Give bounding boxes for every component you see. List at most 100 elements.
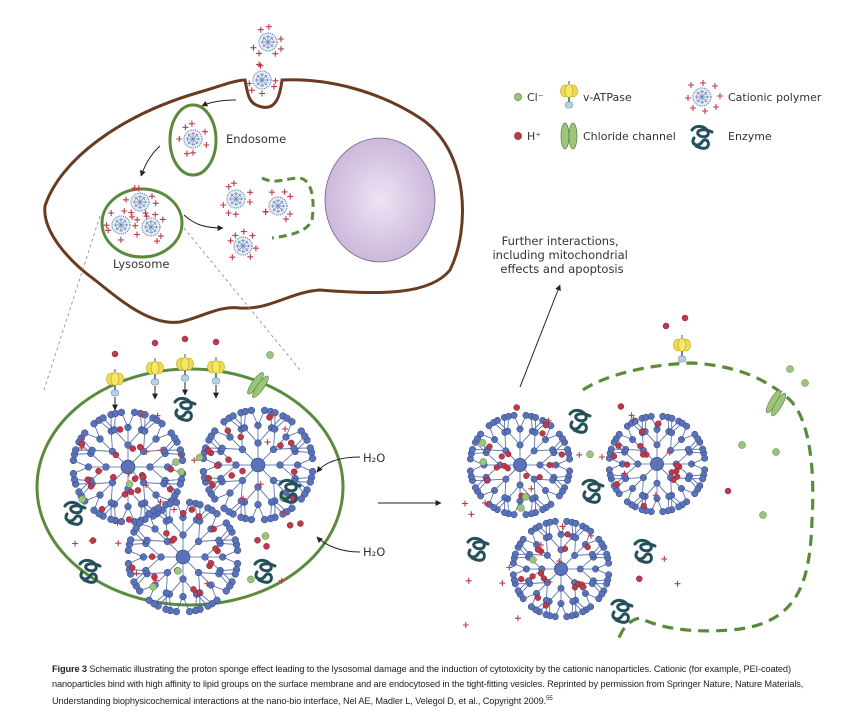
positive-charge <box>660 555 668 563</box>
positive-charge <box>264 438 272 446</box>
proton <box>263 543 270 550</box>
positive-charge <box>277 45 285 53</box>
v-atpase <box>673 334 691 363</box>
cationic-polymer-dendrimer <box>199 406 317 524</box>
proton <box>254 537 261 544</box>
chloride-ion <box>266 351 274 359</box>
proton <box>207 560 215 567</box>
proton <box>224 427 232 434</box>
proton <box>681 314 689 322</box>
cationic-polymer-dendrimer <box>605 412 709 516</box>
positive-charge <box>246 253 254 261</box>
proton <box>209 482 216 489</box>
enzyme <box>78 558 102 584</box>
proton <box>617 403 625 410</box>
proton <box>513 404 520 411</box>
positive-charge <box>117 236 125 244</box>
proton <box>297 520 304 527</box>
legend-enzyme-icon <box>690 124 714 150</box>
proton <box>195 589 203 596</box>
proton <box>523 472 530 479</box>
positive-charge <box>133 230 141 239</box>
positive-charge <box>127 208 135 217</box>
legend: Cl⁻ H⁺ v-ATPase Chloride channel Cationi… <box>514 79 822 150</box>
further-interactions-label: Further interactions, including mitochon… <box>492 234 631 276</box>
positive-charge <box>281 425 289 433</box>
arrow-further-interactions <box>519 284 561 388</box>
lysosome <box>100 187 184 259</box>
proton <box>529 573 536 580</box>
proton <box>163 530 170 537</box>
proton <box>131 475 139 483</box>
proton <box>561 545 569 552</box>
h2o-top-label: H₂O <box>363 451 385 465</box>
chloride-ion <box>172 458 180 466</box>
legend-cationic-polymer-label: Cationic polymer <box>728 91 822 104</box>
enzyme <box>253 558 277 584</box>
positive-charge <box>268 188 276 196</box>
proton <box>179 509 187 517</box>
positive-charge <box>258 89 266 98</box>
proton <box>166 485 174 493</box>
chloride-ion <box>586 450 594 459</box>
positive-charge <box>514 614 522 622</box>
proton <box>534 546 542 553</box>
positive-charge <box>467 510 475 518</box>
proton <box>212 545 219 552</box>
positive-charge <box>461 500 469 508</box>
chloride-channel <box>247 372 269 398</box>
positive-charge <box>225 183 233 191</box>
positive-charge <box>175 135 183 143</box>
positive-charge <box>465 577 473 585</box>
proton <box>127 488 135 496</box>
positive-charge <box>131 222 139 230</box>
cationic-polymer-dendrimer <box>69 408 187 526</box>
positive-charge <box>107 209 115 217</box>
proton <box>225 456 232 463</box>
proton <box>78 440 86 448</box>
proton <box>654 420 662 428</box>
legend-cationic-polymer-icon <box>684 79 724 115</box>
enzyme <box>173 396 197 422</box>
positive-charge <box>286 192 294 200</box>
proton <box>228 472 235 479</box>
positive-charge <box>159 215 167 223</box>
proton <box>674 473 681 480</box>
proton <box>151 339 159 347</box>
enzyme <box>568 408 592 434</box>
proton <box>486 443 493 450</box>
positive-charge <box>246 188 254 196</box>
proton <box>493 464 500 471</box>
arrow-lysosome-release <box>183 214 224 231</box>
proton <box>112 451 120 459</box>
proton <box>536 474 543 481</box>
proton <box>518 576 525 583</box>
enzyme <box>63 500 87 526</box>
proton <box>129 445 137 452</box>
proton <box>121 491 129 498</box>
positive-charge <box>133 216 141 224</box>
chloride-ion <box>738 441 746 449</box>
proton <box>504 465 511 472</box>
proton <box>540 575 548 582</box>
proton <box>87 483 95 490</box>
positive-charge <box>282 215 290 223</box>
caption-reference: 55 <box>546 696 553 702</box>
v-atpase <box>207 356 225 385</box>
legend-h-label: H⁺ <box>527 130 541 143</box>
legend-vatpase-icon <box>560 80 578 109</box>
proton <box>95 467 102 475</box>
positive-charge <box>257 26 265 34</box>
proton <box>204 447 212 454</box>
lysosome-zoomed-content <box>63 335 317 616</box>
positive-charge <box>255 49 263 57</box>
arrow-h2o-bottom <box>316 536 361 553</box>
proton <box>542 602 550 609</box>
cationic-polymer-dendrimer <box>509 517 613 621</box>
positive-charge <box>231 231 239 239</box>
proton <box>134 487 142 494</box>
legend-cl-icon <box>514 93 522 101</box>
enzyme <box>581 478 605 504</box>
proton <box>110 473 117 481</box>
proton <box>286 522 294 529</box>
